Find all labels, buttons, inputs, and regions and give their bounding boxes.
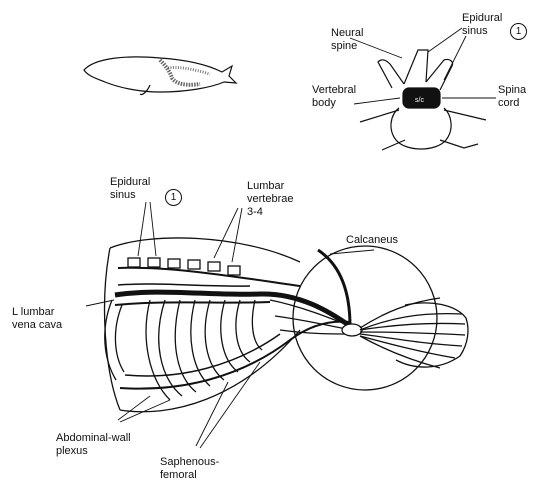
label-l-lumbar-line2: vena cava: [12, 319, 62, 332]
label-epidural-top-line2: sinus: [462, 25, 502, 38]
label-saphenous-line2: femoral: [160, 469, 219, 482]
label-lumbar-line1: Lumbar: [247, 180, 293, 193]
label-epidural-sinus-top: Epidural sinus: [462, 12, 502, 38]
label-l-lumbar-line1: L lumbar: [12, 306, 62, 319]
label-neural-spine-line1: Neural: [331, 27, 363, 40]
label-lumbar-vertebrae: Lumbar vertebrae 3-4: [247, 180, 293, 219]
svg-text:s/c: s/c: [415, 97, 424, 104]
label-epidural-sinus-lower: Epidural sinus: [110, 176, 150, 202]
whale-thumbnail: [84, 57, 236, 95]
label-vertebral-line1: Vertebral: [312, 84, 356, 97]
label-spinal-line2: cord: [498, 97, 526, 110]
marker-1-top: 1: [510, 23, 527, 40]
label-abdominal-line1: Abdominal-wall: [56, 432, 131, 445]
label-calcaneus: Calcaneus: [346, 234, 398, 247]
vertebra-cross-section: s/c: [360, 50, 486, 150]
label-saphenous-line1: Saphenous-: [160, 456, 219, 469]
label-neural-spine: Neural spine: [331, 27, 363, 53]
label-abdominal-line2: plexus: [56, 445, 131, 458]
label-spinal-line1: Spina: [498, 84, 526, 97]
label-l-lumbar-vena-cava: L lumbar vena cava: [12, 306, 62, 332]
label-saphenous-femoral: Saphenous- femoral: [160, 456, 219, 482]
label-abdominal-wall-plexus: Abdominal-wall plexus: [56, 432, 131, 458]
label-epidural-low-line1: Epidural: [110, 176, 150, 189]
label-lumbar-line3: 3-4: [247, 206, 293, 219]
label-epidural-low-line2: sinus: [110, 189, 150, 202]
label-vertebral-body: Vertebral body: [312, 84, 356, 110]
label-lumbar-line2: vertebrae: [247, 193, 293, 206]
label-vertebral-line2: body: [312, 97, 356, 110]
label-epidural-top-line1: Epidural: [462, 12, 502, 25]
tail-anatomy-drawing: [105, 238, 468, 412]
marker-1-lower: 1: [165, 189, 182, 206]
label-neural-spine-line2: spine: [331, 40, 363, 53]
label-spinal-cord: Spina cord: [498, 84, 526, 110]
